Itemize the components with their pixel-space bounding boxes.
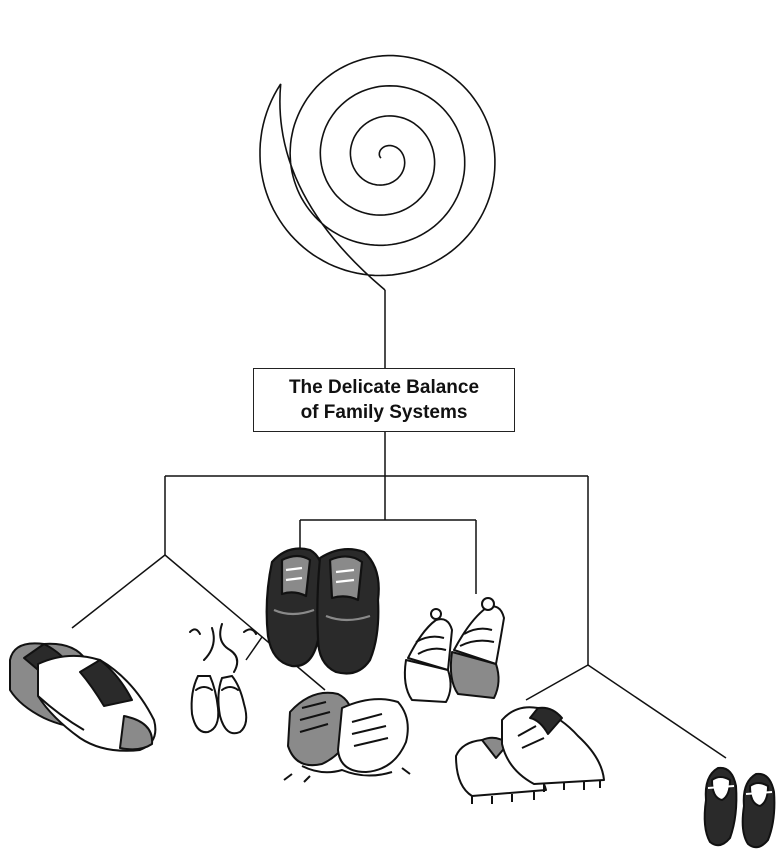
left-to-wingtips-line: [72, 555, 165, 628]
right-to-cleats-line: [526, 665, 588, 700]
wingtip-shoes-icon: [4, 620, 164, 760]
cleats-icon: [452, 700, 608, 808]
worn-sneakers-icon: [282, 672, 414, 784]
work-boots-icon: [258, 540, 388, 680]
title-line-1: The Delicate Balance: [289, 375, 479, 400]
platform-sandals-icon: [396, 590, 522, 710]
mary-jane-shoes-icon: [700, 756, 780, 852]
right-to-maryjanes-line: [588, 665, 726, 758]
title-line-2: of Family Systems: [301, 400, 468, 425]
title-box: The Delicate Balance of Family Systems: [253, 368, 515, 432]
ballet-slippers-icon: [182, 620, 266, 742]
spiral-icon: [260, 56, 495, 290]
